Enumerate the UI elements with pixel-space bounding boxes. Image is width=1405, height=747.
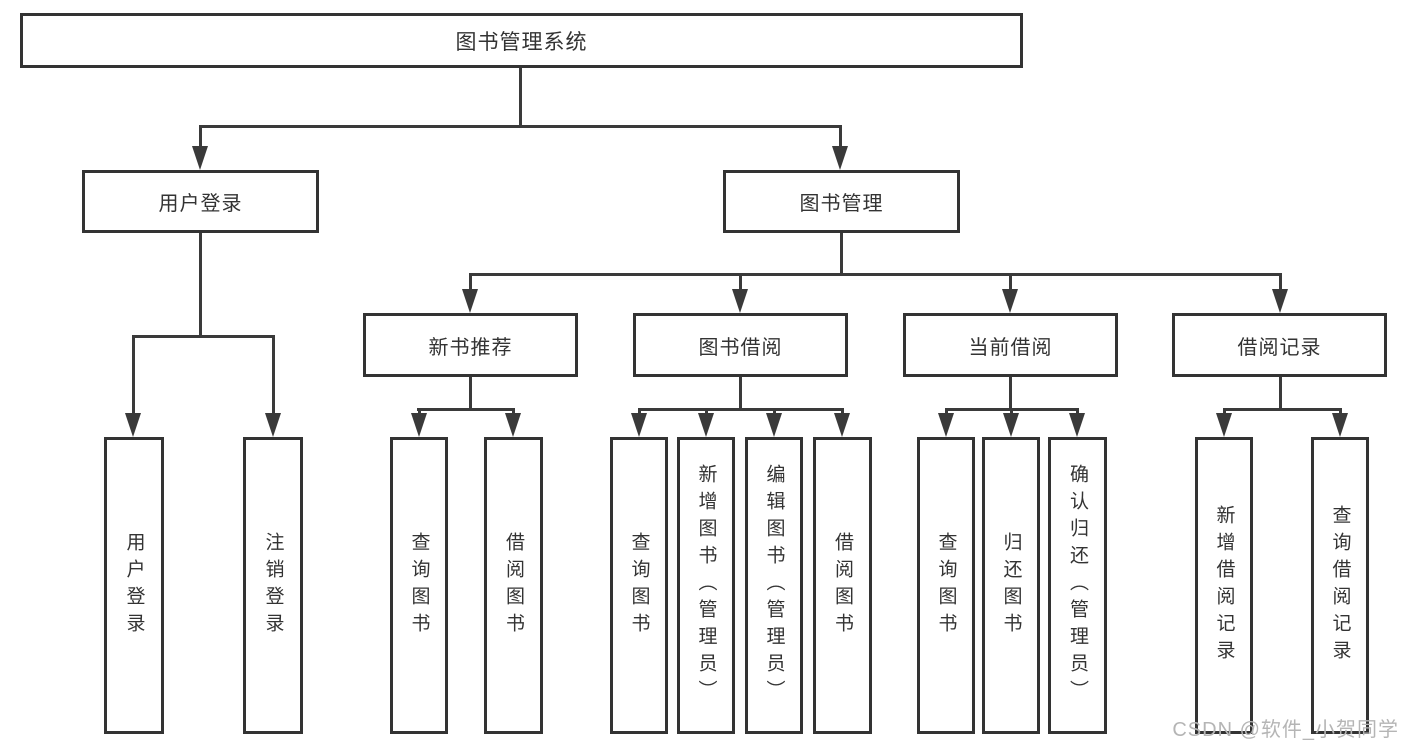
connector-drop [1010, 408, 1013, 416]
leaf-label: 查询图书 [408, 531, 430, 640]
leaf-add-borrow-record: 新增借阅记录 [1195, 437, 1253, 734]
arrowhead-icon [192, 146, 208, 170]
leaf-label: 注销登录 [262, 531, 284, 640]
node-label: 图书借阅 [698, 336, 783, 359]
node-label: 借阅记录 [1237, 336, 1322, 359]
connector-drop [418, 408, 421, 416]
node-book-management-label: 图书管理 [799, 193, 884, 215]
connector-section-rail [638, 408, 844, 411]
connector-level2-rail [199, 125, 842, 128]
leaf-label: 确认归还（管理员） [1067, 464, 1088, 707]
leaf-label: 借阅图书 [832, 531, 853, 640]
arrowhead-icon [265, 413, 281, 437]
leaf-query-books: 查询图书 [390, 437, 448, 734]
connector-drop [199, 125, 202, 150]
leaf-logout: 注销登录 [243, 437, 303, 734]
arrowhead-icon [1003, 413, 1019, 437]
connector-drop [1223, 408, 1226, 416]
leaf-label: 新增借阅记录 [1213, 504, 1235, 667]
leaf-label: 归还图书 [1000, 531, 1022, 640]
arrowhead-icon [834, 413, 850, 437]
connector-section-rail [1223, 408, 1342, 411]
connector-drop [469, 273, 472, 291]
connector-drop [1279, 273, 1282, 291]
leaf-label: 查询图书 [935, 531, 957, 640]
leaf-label: 借阅图书 [503, 531, 524, 640]
connector-root-stem [519, 68, 522, 128]
connector-drop [739, 273, 742, 291]
node-user-login: 用户登录 [82, 170, 319, 233]
arrowhead-icon [698, 413, 714, 437]
arrowhead-icon [1216, 413, 1232, 437]
arrowhead-icon [1069, 413, 1085, 437]
leaf-add-books-admin: 新增图书（管理员） [677, 437, 735, 734]
connector-drop [512, 408, 515, 416]
connector-section-stem [469, 377, 472, 411]
leaf-label: 用户登录 [123, 531, 145, 640]
csdn-watermark: CSDN @软件_小贺同学 [1172, 719, 1399, 741]
connector-section-stem [1009, 377, 1012, 411]
leaf-edit-books-admin: 编辑图书（管理员） [745, 437, 803, 734]
leaf-borrow-books: 借阅图书 [813, 437, 872, 734]
node-borrow-records: 借阅记录 [1172, 313, 1387, 377]
connector-drop [841, 408, 844, 416]
arrowhead-icon [832, 146, 848, 170]
leaf-label: 编辑图书（管理员） [763, 464, 785, 707]
connector-user-login-stem [199, 233, 202, 338]
leaf-user-login: 用户登录 [104, 437, 164, 734]
node-root: 图书管理系统 [20, 13, 1023, 68]
leaf-query-books: 查询图书 [610, 437, 668, 734]
leaf-label: 查询图书 [628, 531, 650, 640]
arrowhead-icon [732, 289, 748, 313]
node-new-book-recommend: 新书推荐 [363, 313, 578, 377]
connector-section-stem [1279, 377, 1282, 411]
leaf-query-books: 查询图书 [917, 437, 975, 734]
leaf-label: 查询借阅记录 [1329, 504, 1351, 667]
connector-drop [839, 125, 842, 150]
arrowhead-icon [1272, 289, 1288, 313]
arrowhead-icon [631, 413, 647, 437]
node-user-login-label: 用户登录 [158, 193, 243, 215]
connector-book-mgmt-stem [840, 233, 843, 276]
arrowhead-icon [462, 289, 478, 313]
connector-drop [1076, 408, 1079, 416]
connector-drop [638, 408, 641, 416]
node-root-label: 图书管理系统 [455, 30, 588, 54]
node-book-management: 图书管理 [723, 170, 960, 233]
connector-level3-rail [469, 273, 1282, 276]
arrowhead-icon [1332, 413, 1348, 437]
arrowhead-icon [1002, 289, 1018, 313]
connector-drop [1009, 273, 1012, 291]
node-book-borrow: 图书借阅 [633, 313, 848, 377]
connector-drop [773, 408, 776, 416]
arrowhead-icon [938, 413, 954, 437]
connector-section-stem [739, 377, 742, 411]
arrowhead-icon [411, 413, 427, 437]
connector-drop [705, 408, 708, 416]
connector-drop [945, 408, 948, 416]
connector-section-rail [417, 408, 515, 411]
leaf-return-books: 归还图书 [982, 437, 1040, 734]
arrowhead-icon [125, 413, 141, 437]
node-label: 当前借阅 [968, 336, 1053, 359]
leaf-confirm-return-admin: 确认归还（管理员） [1048, 437, 1107, 734]
leaf-label: 新增图书（管理员） [695, 464, 717, 707]
arrowhead-icon [766, 413, 782, 437]
connector-user-login-rail [132, 335, 275, 338]
leaf-query-borrow-record: 查询借阅记录 [1311, 437, 1369, 734]
connector-drop [272, 335, 275, 415]
connector-drop [1339, 408, 1342, 416]
arrowhead-icon [505, 413, 521, 437]
connector-drop [132, 335, 135, 415]
node-label: 新书推荐 [428, 336, 513, 359]
leaf-borrow-books: 借阅图书 [484, 437, 543, 734]
node-current-borrow: 当前借阅 [903, 313, 1118, 377]
